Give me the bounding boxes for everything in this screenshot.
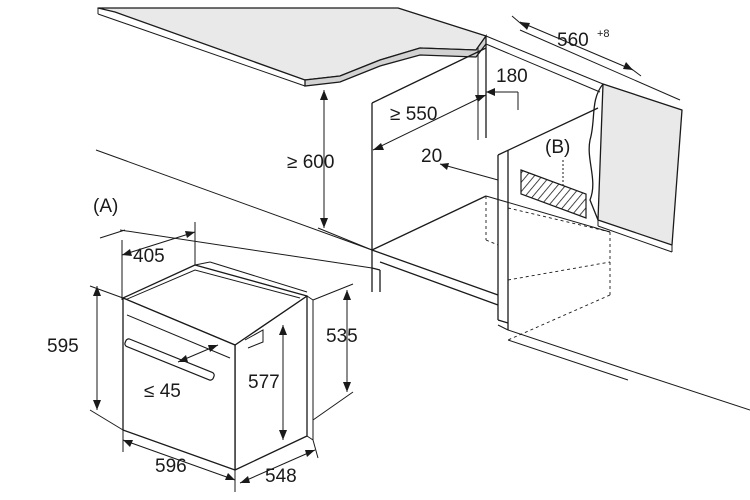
dim-front-offset: 405 <box>133 246 165 267</box>
dim-oven-body-height: 577 <box>248 372 280 393</box>
dim-handle-projection: ≤ 45 <box>144 381 181 402</box>
dim-niche-width-tolerance: +8 <box>597 28 610 40</box>
dim-niche-height-min: ≥ 600 <box>287 152 334 173</box>
callout-a: (A) <box>93 196 118 217</box>
dimension-lines <box>89 15 642 492</box>
dim-oven-width: 596 <box>155 456 187 477</box>
dim-vent-opening: 180 <box>496 66 528 87</box>
floor-lines <box>95 149 373 269</box>
dim-shelf-gap: 20 <box>421 146 442 167</box>
niche-carcass <box>371 29 750 411</box>
dim-oven-depth: 548 <box>265 466 297 487</box>
dim-niche-width: 560 <box>557 30 589 51</box>
dim-oven-height: 595 <box>47 336 79 357</box>
dim-oven-rear-height: 535 <box>326 326 358 347</box>
countertop-right <box>588 83 683 253</box>
dim-niche-depth-min: ≥ 550 <box>390 104 437 125</box>
vent-opening <box>520 160 587 219</box>
hidden-oven-outline <box>485 196 611 341</box>
oven <box>122 261 314 471</box>
callout-b: (B) <box>545 137 570 158</box>
countertop <box>97 7 487 87</box>
